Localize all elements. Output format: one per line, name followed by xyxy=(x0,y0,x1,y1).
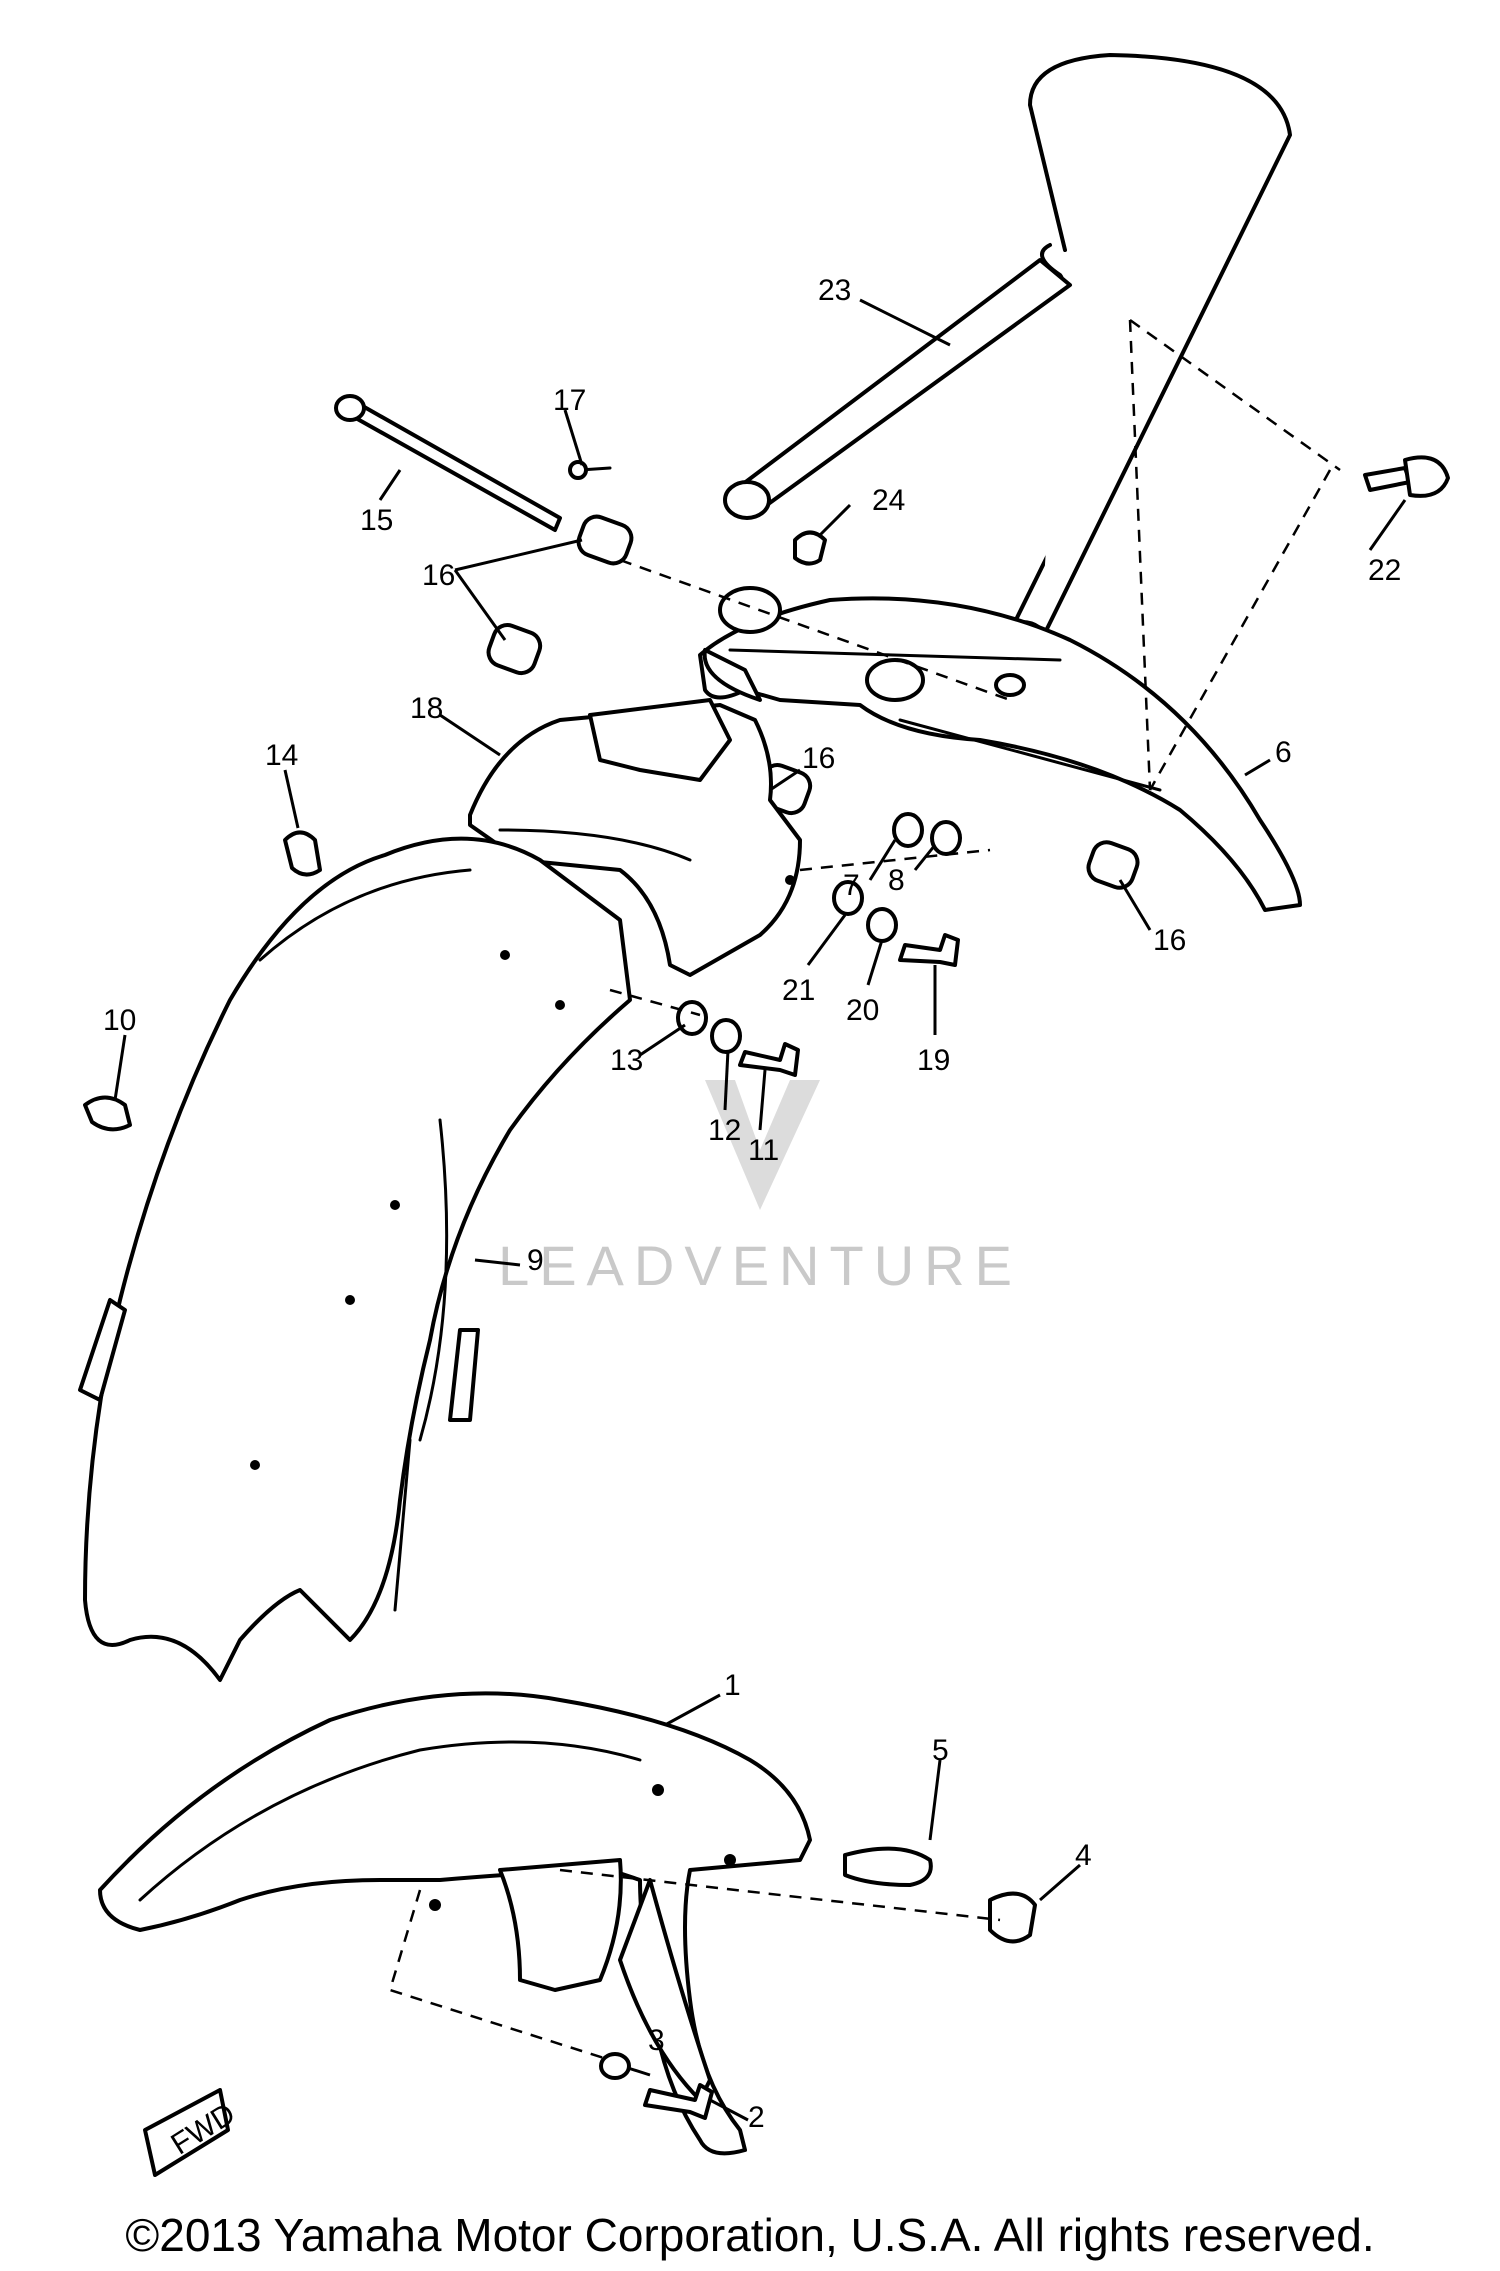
nut-24-part xyxy=(793,530,827,566)
callout-10: 10 xyxy=(103,1004,136,1037)
rear-fender-part xyxy=(78,836,632,1682)
callout-16b: 16 xyxy=(802,742,835,775)
callout-8: 8 xyxy=(888,864,905,897)
callout-2: 2 xyxy=(748,2101,765,2134)
callout-9: 9 xyxy=(527,1244,544,1277)
callout-23: 23 xyxy=(818,274,851,307)
callout-14: 14 xyxy=(265,739,298,772)
callout-24: 24 xyxy=(872,484,905,517)
callout-leaders xyxy=(113,298,1407,2122)
clip-parts xyxy=(83,830,322,1132)
rod-part xyxy=(334,394,612,532)
callout-numbers: 1 2 3 4 5 6 7 8 9 10 11 12 13 14 15 16 1… xyxy=(103,274,1401,2134)
assembly-lines xyxy=(388,318,1341,2062)
callout-12: 12 xyxy=(708,1114,741,1147)
callout-13: 13 xyxy=(610,1044,643,1077)
callout-11: 11 xyxy=(748,1134,779,1167)
watermark-text: LEADVENTURE xyxy=(498,1234,1022,1297)
fwd-arrow-icon: FWD xyxy=(143,2088,241,2177)
callout-21: 21 xyxy=(782,974,815,1007)
callout-16a: 16 xyxy=(422,559,455,592)
callout-22: 22 xyxy=(1368,554,1401,587)
watermark: LEADVENTURE xyxy=(498,1080,1022,1297)
washer-parts xyxy=(676,812,962,1077)
callout-6: 6 xyxy=(1275,736,1292,769)
callout-3: 3 xyxy=(648,2024,665,2057)
front-fender-hardware xyxy=(599,1846,1037,2120)
callout-20: 20 xyxy=(846,994,879,1027)
grab-bar-part xyxy=(723,53,1292,660)
callout-17: 17 xyxy=(553,384,586,417)
bracket-part xyxy=(698,586,1302,912)
front-fender-part xyxy=(98,1691,812,2156)
callout-4: 4 xyxy=(1075,1839,1092,1872)
callout-15: 15 xyxy=(360,504,393,537)
copyright-notice: ©2013 Yamaha Motor Corporation, U.S.A. A… xyxy=(125,2209,1375,2261)
callout-19: 19 xyxy=(917,1044,950,1077)
callout-7: 7 xyxy=(843,869,860,902)
callout-16c: 16 xyxy=(1153,924,1186,957)
callout-1: 1 xyxy=(724,1669,741,1702)
cover-part xyxy=(468,698,802,977)
callout-5: 5 xyxy=(932,1734,949,1767)
bolt-22-part xyxy=(1363,455,1450,498)
callout-18: 18 xyxy=(410,692,443,725)
